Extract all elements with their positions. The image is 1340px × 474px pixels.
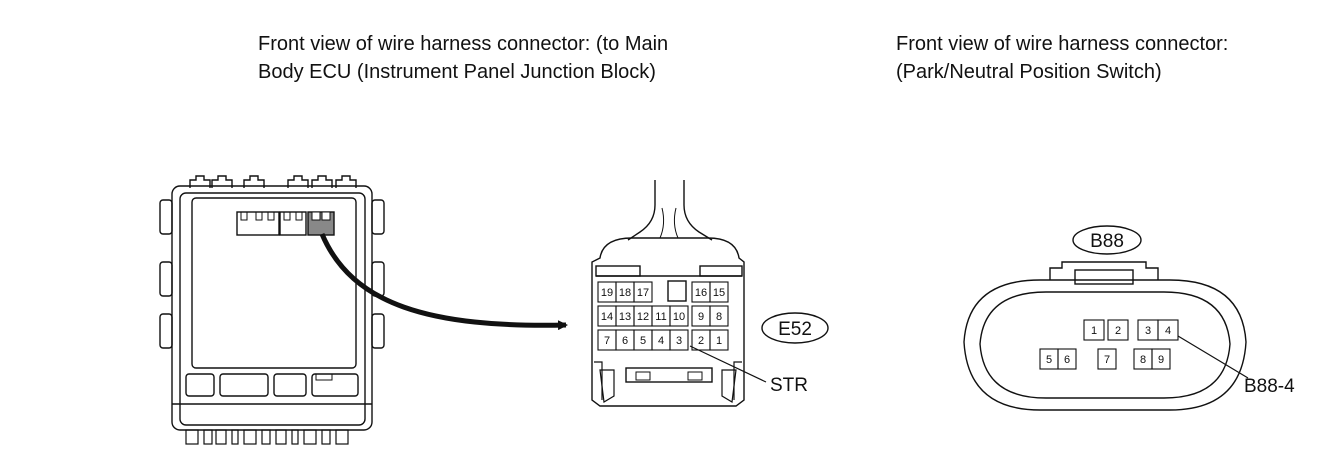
e52-label-oval (761, 312, 829, 344)
pin-number-label: 11 (655, 311, 666, 323)
e52-code-label: E52 (778, 319, 812, 340)
pin-cavity (709, 329, 729, 351)
pin-number-label: 4 (1165, 325, 1171, 337)
right-caption-line2: (Park/Neutral Position Switch) (896, 61, 1162, 83)
pin-number-label: 4 (658, 335, 664, 347)
pin-cavity (669, 305, 689, 327)
junction-block-top-tabs (189, 175, 357, 188)
pin-number-label: 6 (1064, 354, 1070, 366)
pin-number-label: 5 (1046, 354, 1052, 366)
str-callout-line (689, 345, 767, 383)
pin-cavity (1083, 319, 1105, 341)
pin-number-label: 7 (604, 335, 610, 347)
right-connector-caption: Front view of wire harness connector: (P… (896, 30, 1228, 86)
b88-4-callout-line (1177, 335, 1249, 379)
pin-number-label: 14 (601, 311, 613, 323)
pin-number-label: 19 (601, 287, 613, 299)
pin-cavity (709, 281, 729, 303)
pin-cavity (709, 305, 729, 327)
pin-number-label: 10 (673, 311, 685, 323)
b88-code-label: B88 (1090, 231, 1124, 252)
pin-number-label: 2 (1115, 325, 1121, 337)
pin-number-label: 6 (622, 335, 628, 347)
pin-cavity (1157, 319, 1179, 341)
pin-number-label: 1 (1091, 325, 1097, 337)
left-connector-caption: Front view of wire harness connector: (t… (258, 30, 668, 86)
pin-number-label: 12 (637, 311, 649, 323)
pin-cavity (1097, 348, 1117, 370)
pin-cavity (633, 281, 653, 303)
pin-cavity (669, 329, 689, 351)
pin-number-label: 8 (716, 311, 722, 323)
str-callout-label: STR (770, 375, 808, 396)
pin-number-label: 3 (676, 335, 682, 347)
junction-block-side-lugs (159, 199, 385, 349)
junction-block-fuse-row (185, 373, 359, 397)
pin-number-label: 5 (640, 335, 646, 347)
pin-number-label: 3 (1145, 325, 1151, 337)
pin-number-label: 13 (619, 311, 631, 323)
pin-number-label: 1 (716, 335, 722, 347)
pin-number-label: 7 (1104, 354, 1110, 366)
junction-block (159, 175, 385, 445)
pin-number-label: 9 (698, 311, 704, 323)
left-caption-line2: Body ECU (Instrument Panel Junction Bloc… (258, 61, 656, 83)
e52-empty-cavity (667, 280, 687, 302)
pin-number-label: 8 (1140, 354, 1146, 366)
b88-4-callout-label: B88-4 (1244, 376, 1295, 397)
pin-number-label: 17 (637, 287, 649, 299)
pin-cavity (1107, 319, 1129, 341)
pin-cavity (1151, 348, 1171, 370)
pin-number-label: 2 (698, 335, 704, 347)
junction-block-bottom-teeth (185, 429, 349, 445)
connection-arrow (319, 233, 568, 331)
pin-number-label: 15 (713, 287, 725, 299)
b88-connector (963, 261, 1247, 411)
pin-number-label: 9 (1158, 354, 1164, 366)
left-caption-line1: Front view of wire harness connector: (t… (258, 33, 669, 55)
b88-label-oval (1072, 225, 1142, 255)
pin-cavity (1057, 348, 1077, 370)
right-caption-line1: Front view of wire harness connector: (896, 33, 1229, 55)
pin-number-label: 18 (619, 287, 631, 299)
pin-number-label: 16 (695, 287, 707, 299)
e52-connector (591, 180, 745, 407)
